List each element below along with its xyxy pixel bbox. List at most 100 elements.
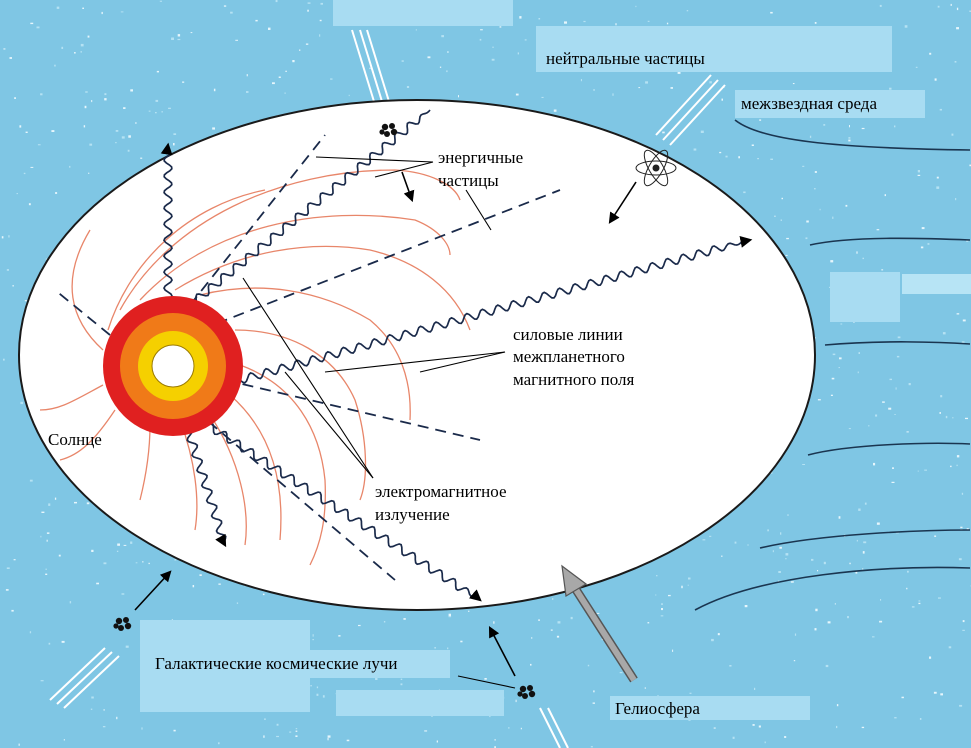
speckle bbox=[441, 35, 444, 38]
speckle bbox=[830, 260, 834, 263]
speckle bbox=[46, 532, 50, 534]
speckle bbox=[255, 19, 258, 22]
speckle bbox=[375, 677, 378, 680]
speckle bbox=[662, 131, 665, 134]
speckle bbox=[142, 561, 144, 563]
speckle bbox=[5, 589, 9, 591]
speckle bbox=[369, 67, 372, 70]
speckle bbox=[857, 371, 859, 374]
speckle bbox=[161, 111, 163, 113]
speckle bbox=[192, 585, 195, 588]
speckle bbox=[832, 353, 836, 356]
speckle bbox=[845, 204, 848, 207]
speckle bbox=[693, 148, 697, 151]
speckle bbox=[709, 81, 712, 84]
speckle bbox=[327, 735, 331, 738]
speckle bbox=[862, 257, 864, 260]
speckle bbox=[285, 70, 287, 72]
speckle bbox=[868, 425, 870, 427]
speckle bbox=[322, 695, 325, 698]
speckle bbox=[721, 98, 723, 101]
speckle bbox=[919, 718, 922, 720]
speckle bbox=[40, 93, 43, 96]
speckle bbox=[556, 635, 560, 638]
em-wave bbox=[160, 142, 173, 301]
speckle bbox=[295, 730, 298, 732]
speckle bbox=[173, 143, 175, 146]
speckle bbox=[940, 693, 943, 696]
speckle bbox=[199, 574, 202, 576]
speckle bbox=[90, 708, 93, 710]
speckle bbox=[268, 27, 271, 30]
speckle bbox=[307, 2, 311, 4]
speckle bbox=[864, 502, 867, 505]
speckle bbox=[897, 336, 901, 339]
speckle bbox=[275, 0, 278, 3]
particle-arrows bbox=[134, 171, 637, 677]
speckle bbox=[212, 127, 215, 130]
speckle bbox=[848, 137, 851, 139]
speckle bbox=[348, 94, 350, 97]
speckle bbox=[962, 629, 965, 631]
speckle bbox=[888, 407, 892, 410]
speckle bbox=[406, 86, 410, 88]
speckle bbox=[786, 237, 789, 240]
speckle bbox=[858, 508, 861, 511]
speckle bbox=[40, 535, 42, 538]
speckle bbox=[460, 640, 463, 643]
speckle bbox=[876, 229, 880, 231]
speckle bbox=[751, 144, 754, 146]
speckle bbox=[123, 544, 127, 546]
speckle bbox=[320, 2, 323, 5]
speckle bbox=[894, 125, 896, 128]
speckle bbox=[91, 696, 94, 699]
speckle bbox=[956, 7, 959, 11]
speckle bbox=[644, 687, 646, 689]
speckle bbox=[956, 464, 958, 467]
speckle bbox=[96, 582, 99, 585]
speckle bbox=[969, 10, 971, 12]
speckle bbox=[155, 99, 159, 102]
speckle bbox=[856, 539, 858, 542]
speckle bbox=[484, 678, 487, 680]
speckle bbox=[937, 5, 940, 8]
speckle bbox=[316, 686, 319, 689]
speckle bbox=[494, 739, 496, 741]
speckle bbox=[87, 35, 90, 38]
speckle bbox=[838, 367, 840, 369]
label-pointer-lines bbox=[242, 156, 516, 689]
speckle bbox=[400, 683, 403, 686]
speckle bbox=[218, 742, 220, 745]
speckle bbox=[140, 157, 143, 159]
speckle bbox=[677, 71, 681, 74]
speckle bbox=[802, 464, 805, 465]
speckle bbox=[141, 727, 143, 730]
speckle bbox=[312, 639, 314, 641]
speckle bbox=[889, 378, 892, 381]
speckle bbox=[48, 642, 51, 645]
speckle bbox=[135, 122, 137, 124]
speckle bbox=[515, 93, 519, 96]
speckle bbox=[434, 647, 436, 649]
speckle bbox=[29, 631, 32, 634]
speckle bbox=[827, 621, 831, 624]
speckle bbox=[55, 192, 58, 194]
speckle bbox=[56, 6, 60, 9]
speckle bbox=[174, 558, 177, 561]
speckle bbox=[264, 718, 266, 720]
speckle bbox=[63, 739, 65, 741]
speckle bbox=[13, 559, 16, 561]
speckle bbox=[84, 105, 87, 109]
speckle bbox=[855, 571, 858, 574]
speckle bbox=[319, 19, 322, 22]
speckle bbox=[832, 216, 834, 219]
speckle bbox=[961, 341, 965, 344]
speckle bbox=[920, 246, 924, 249]
speckle bbox=[51, 130, 55, 132]
speckle bbox=[759, 119, 762, 121]
speckle bbox=[520, 727, 522, 730]
speckle bbox=[499, 26, 502, 28]
speckle bbox=[18, 743, 20, 746]
speckle bbox=[41, 511, 45, 513]
speckle bbox=[951, 133, 954, 136]
